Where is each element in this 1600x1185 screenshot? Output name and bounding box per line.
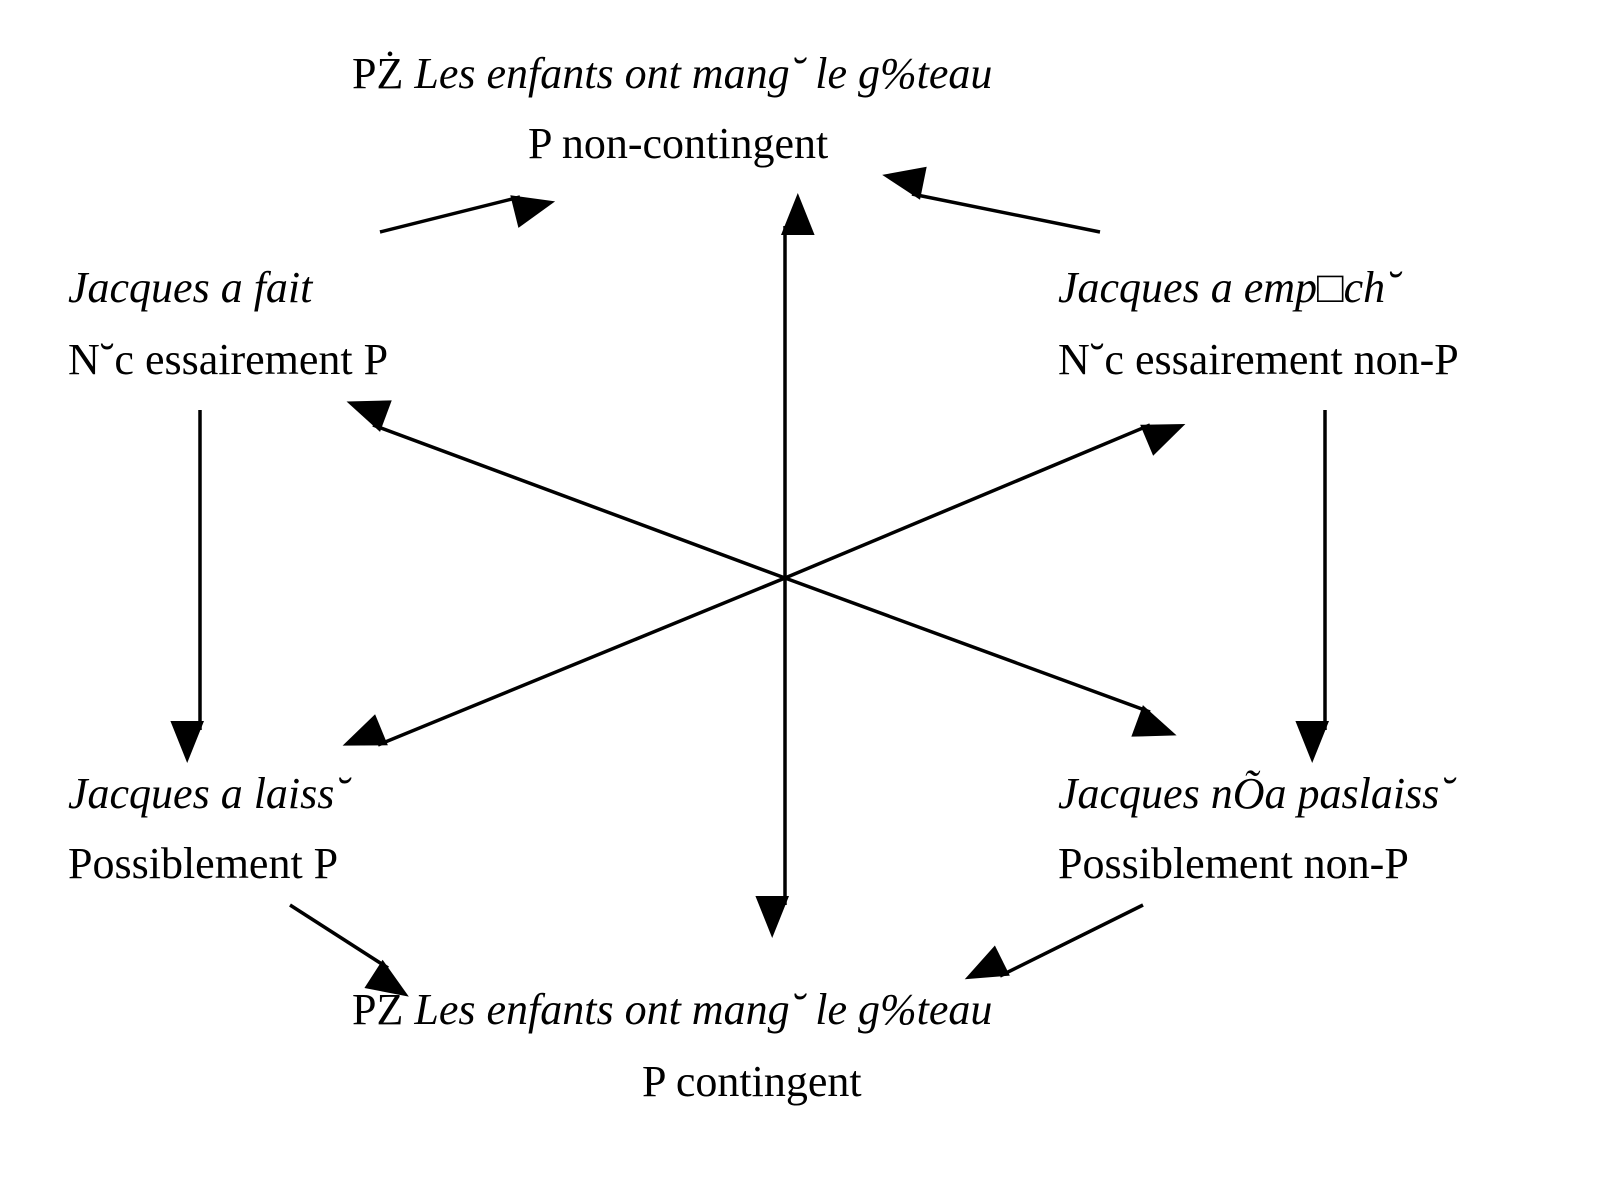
bottom-label: P contingent bbox=[642, 1057, 862, 1106]
arrow-center-to-right-bottom bbox=[784, 576, 1177, 737]
arrow-center-to-left-top bbox=[346, 400, 786, 580]
arrow-left-bottom-to-bottom bbox=[289, 903, 409, 997]
arrow-right-top-to-top bbox=[882, 166, 1101, 234]
right-bottom-sentence: Jacques nÕa paslaiss˘ bbox=[1058, 769, 1454, 818]
left-bottom-sentence: Jacques a laiss˘ bbox=[68, 769, 350, 818]
arrow-left-top-to-top bbox=[379, 195, 556, 234]
bottom-prefix: PŻ bbox=[352, 985, 404, 1034]
arrow-center-to-right-top bbox=[784, 423, 1186, 580]
bottom-sentence: Les enfants ont mang˘ le g%teau bbox=[414, 985, 993, 1034]
left-bottom-label: Possiblement P bbox=[68, 839, 339, 888]
bottom-proposition: PŻ Les enfants ont mang˘ le g%teau bbox=[352, 988, 992, 1032]
top-label: P non-contingent bbox=[528, 119, 829, 168]
right-top-sentence: Jacques a emp□ch˘ bbox=[1058, 263, 1400, 312]
top-proposition: PŻ Les enfants ont mang˘ le g%teau bbox=[352, 52, 992, 96]
right-bottom-label: Possiblement non-P bbox=[1058, 839, 1409, 888]
left-top-sentence: Jacques a fait bbox=[68, 263, 313, 312]
left-top-label: N˘c essairement P bbox=[68, 335, 389, 384]
arrow-center-to-left-bottom bbox=[342, 576, 786, 747]
arrow-right-bottom-to-bottom bbox=[964, 903, 1144, 980]
top-prefix: PŻ bbox=[352, 49, 404, 98]
right-top-label: N˘c essairement non-P bbox=[1058, 335, 1459, 384]
top-sentence: Les enfants ont mang˘ le g%teau bbox=[414, 49, 993, 98]
